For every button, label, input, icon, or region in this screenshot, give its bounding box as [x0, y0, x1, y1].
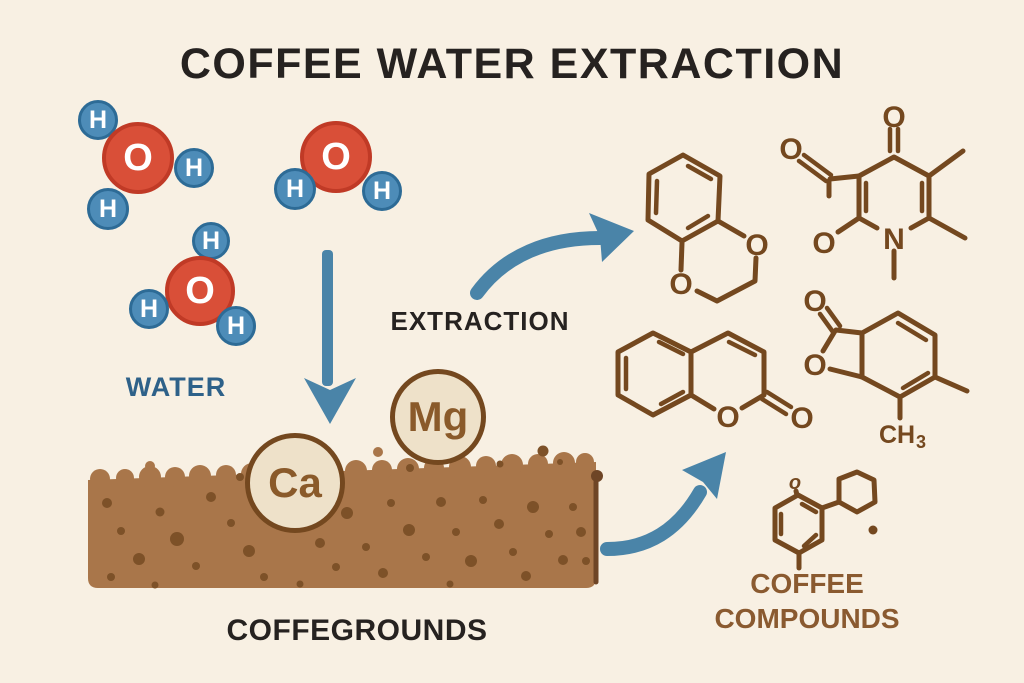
- oxygen-label: O: [745, 229, 768, 262]
- hydrogen-atom: H: [274, 168, 316, 210]
- page-title: COFFEE WATER EXTRACTION: [179, 40, 845, 88]
- oxygen-label: O: [812, 227, 835, 260]
- oxygen-atom: O: [165, 256, 235, 326]
- structure-benzodioxine: O O: [645, 152, 769, 304]
- water-down-arrow: [304, 250, 356, 424]
- hydrogen-atom: H: [216, 306, 256, 346]
- coffee-compounds-line1: COFFEE: [750, 568, 864, 599]
- structure-lactone: O O CH 3: [803, 285, 970, 452]
- hydrogen-atom: H: [362, 171, 402, 211]
- magnesium-mineral: Mg: [390, 369, 486, 465]
- extraction-arrow-top: [470, 213, 634, 300]
- oxygen-label: O: [882, 101, 905, 134]
- structure-pyridinone: O O O N: [779, 101, 968, 281]
- extraction-label: EXTRACTION: [390, 306, 570, 336]
- coffee-grounds-bed: [88, 445, 603, 589]
- oxygen-label: O: [669, 268, 692, 301]
- oxygen-label: O: [779, 133, 802, 166]
- oxygen-label: O: [803, 349, 826, 382]
- methyl-label: CH: [879, 421, 915, 449]
- oxygen-small-label: o: [789, 472, 801, 494]
- grounds-spots: [102, 459, 590, 589]
- coffeegrounds-label: COFFEGROUNDS: [226, 614, 488, 647]
- structure-coumarin: O O: [615, 330, 814, 435]
- oxygen-label: O: [803, 285, 826, 318]
- calcium-mineral: Ca: [245, 433, 345, 533]
- structure-phenol: o: [772, 469, 878, 571]
- nitrogen-label: N: [883, 223, 905, 256]
- methyl-subscript: 3: [916, 432, 926, 452]
- hydrogen-atom: H: [192, 222, 230, 260]
- extraction-arrow-bottom: [600, 452, 726, 556]
- oxygen-atom: O: [102, 122, 174, 194]
- oxygen-label: O: [716, 401, 739, 434]
- oxygen-label: O: [790, 402, 813, 435]
- hydrogen-atom: H: [87, 188, 129, 230]
- hydrogen-atom: H: [174, 148, 214, 188]
- hydrogen-atom: H: [129, 289, 169, 329]
- coffee-compounds-label: COFFEE COMPOUNDS: [688, 566, 926, 636]
- coffee-compounds-line2: COMPOUNDS: [714, 603, 900, 634]
- water-label: WATER: [125, 372, 227, 402]
